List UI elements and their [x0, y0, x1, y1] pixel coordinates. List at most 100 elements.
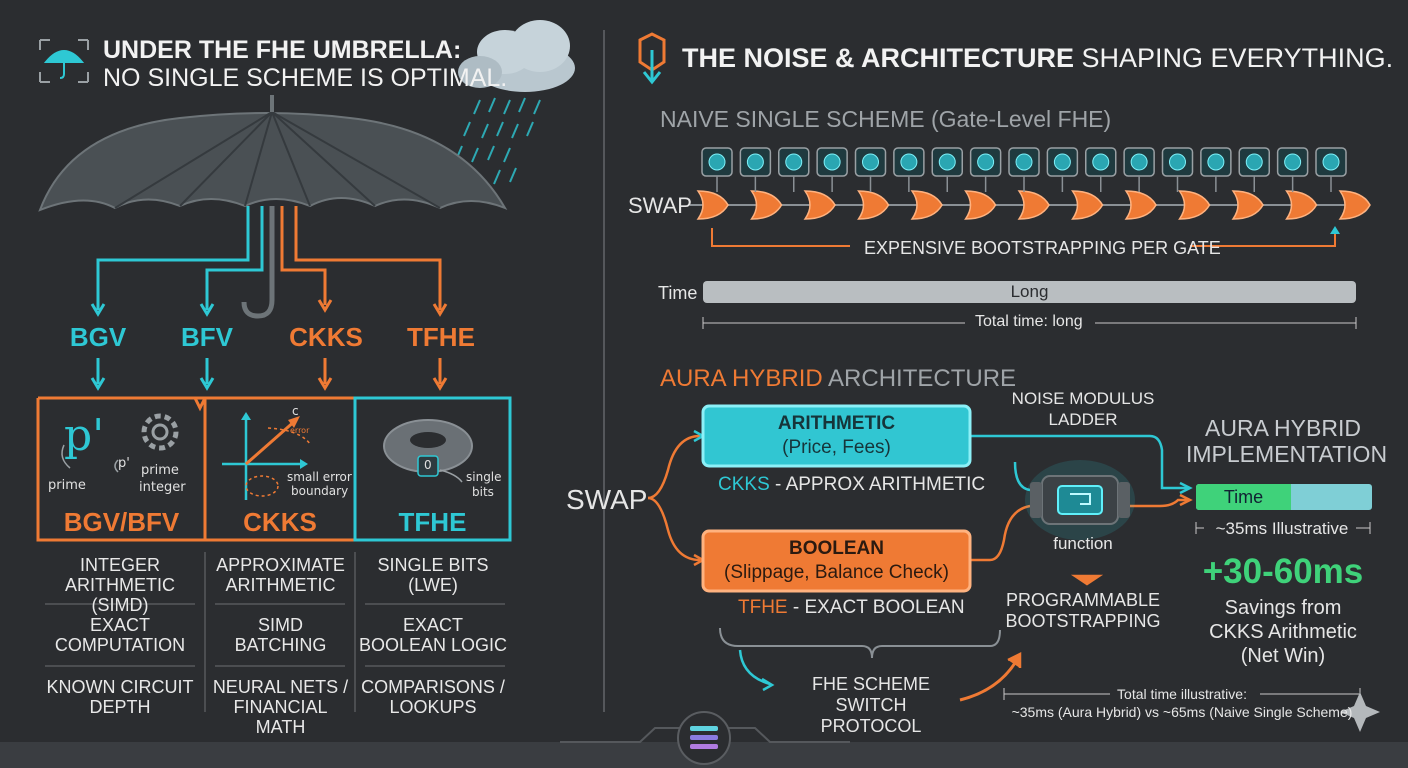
- logic-gate-icon: [1071, 190, 1104, 220]
- naive-swap-label: SWAP: [628, 193, 692, 218]
- logic-gate-icon: [1338, 190, 1371, 220]
- card3-label-zero: 0: [424, 458, 432, 472]
- arithmetic-title: ARITHMETIC: [777, 413, 896, 434]
- total-illustrative-line2: ~35ms (Aura Hybrid) vs ~65ms (Naive Sing…: [1011, 704, 1353, 720]
- bootstrap-chip-icon: [1046, 147, 1079, 192]
- bootstrap-chip-icon: [1008, 147, 1040, 192]
- logic-gate-icon: [910, 190, 943, 220]
- logo-icon: [690, 726, 718, 749]
- card2-label-small-error: small error: [287, 470, 352, 484]
- bootstrap-chip-icon: [1238, 147, 1270, 192]
- bootstrap-chip-icon: [778, 147, 810, 192]
- prime-glyph: [61, 413, 179, 473]
- col3-row1: SINGLE BITS(LWE): [377, 555, 489, 595]
- logic-gate-icon: [696, 190, 729, 220]
- bootstrap-chips: [701, 147, 1347, 192]
- impl-time-bar: Time: [1196, 484, 1372, 510]
- bootstrap-chip-icon: [1161, 147, 1194, 192]
- card1-label-prime: prime: [48, 478, 86, 493]
- bootstrap-chip-icon: [931, 147, 963, 192]
- card1-label-prime2: prime: [141, 463, 179, 478]
- scheme-connectors: [90, 206, 448, 391]
- bootstrap-chip-icon: [816, 147, 848, 192]
- naive-time-label: Time: [658, 283, 698, 303]
- bootstrap-chip-icon: [1276, 147, 1309, 192]
- logic-gate-icon: [857, 190, 890, 220]
- impl-time-fill: Time: [1196, 484, 1292, 510]
- bootstrap-per-gate-label: EXPENSIVE BOOTSTRAPPING PER GATE: [864, 238, 1221, 258]
- naive-total-label: Total time: long: [975, 313, 1083, 330]
- scheme-bgv: BGV: [69, 322, 127, 352]
- scheme-bfv: BFV: [181, 322, 233, 352]
- cloud-icon: [458, 20, 575, 92]
- naive-total-span: [702, 317, 1357, 329]
- error-vector-graphic: [222, 412, 311, 500]
- card2-label-error: error: [290, 426, 310, 435]
- col1-row1: INTEGER ARITHMETIC(SIMD): [65, 555, 175, 615]
- card1-label-pprime: p': [118, 456, 130, 471]
- card-bgv-bfv-name: BGV/BFV: [63, 507, 180, 537]
- logic-gate-icon: [750, 190, 783, 220]
- arithmetic-sub: (Price, Fees): [782, 437, 891, 458]
- bootstrap-chip-icon: [1315, 147, 1347, 192]
- scheme-tfhe: TFHE: [407, 322, 475, 352]
- arithmetic-caption: CKKS - APPROX ARITHMETIC: [718, 474, 986, 495]
- prime-glyph-text: p': [64, 410, 105, 461]
- naive-heading: NAIVE SINGLE SCHEME (Gate-Level FHE): [660, 106, 1112, 132]
- hybrid-connectors: [647, 429, 1193, 702]
- logic-gate-icon: [803, 190, 836, 220]
- bootstrap-chip-icon: [1200, 147, 1232, 192]
- card-frames: [36, 396, 512, 542]
- boolean-title: BOOLEAN: [789, 538, 884, 559]
- torus-graphic: [383, 419, 473, 483]
- small-umbrella-icon: [39, 39, 89, 83]
- naive-time-bar: Long: [703, 281, 1356, 303]
- logic-gates: [696, 190, 1371, 220]
- boolean-sub: (Slippage, Balance Check): [724, 562, 949, 583]
- right-title: THE NOISE & ARCHITECTURE SHAPING EVERYTH…: [682, 43, 1394, 73]
- card3-label-bits: bits: [472, 485, 494, 499]
- logic-gate-icon: [1124, 190, 1157, 220]
- savings-amount: +30-60ms: [1202, 552, 1364, 591]
- card-ckks-name: CKKS: [243, 507, 317, 537]
- bootstrap-chip-icon: [701, 147, 733, 192]
- left-title-line1: UNDER THE FHE UMBRELLA:: [103, 36, 462, 64]
- left-title-line2: NO SINGLE SCHEME IS OPTIMAL.: [103, 64, 508, 92]
- card2-label-boundary: boundary: [291, 484, 349, 498]
- logic-gate-icon: [1178, 190, 1211, 220]
- impl-span: [1195, 522, 1371, 534]
- hybrid-swap-label: SWAP: [566, 484, 648, 515]
- shield-arrow-icon: [638, 32, 666, 85]
- table-dividers: [45, 552, 505, 712]
- col3-row3: COMPARISONS /LOOKUPS: [361, 677, 505, 717]
- card2-label-c: c: [292, 404, 299, 418]
- col2-row3: NEURAL NETS /FINANCIAL MATH: [212, 677, 349, 737]
- function-label: function: [1053, 534, 1113, 553]
- logic-gate-icon: [1285, 190, 1318, 220]
- bootstrap-chip-icon: [1085, 147, 1117, 192]
- card-tfhe-name: TFHE: [398, 507, 467, 537]
- logic-gate-icon: [1231, 190, 1264, 220]
- card1-label-integer: integer: [139, 480, 186, 495]
- boolean-caption: TFHE - EXACT BOOLEAN: [738, 597, 965, 618]
- bootstrap-chip-icon: [1123, 147, 1155, 192]
- bootstrap-chip-icon: [854, 147, 887, 192]
- boolean-box: [701, 529, 972, 593]
- sparkle-icon: [1340, 692, 1380, 732]
- scheme-ckks: CKKS: [289, 322, 363, 352]
- total-illustrative-line1: Total time illustrative:: [1117, 686, 1247, 702]
- umbrella-icon: [38, 95, 508, 319]
- illustrative-label: ~35ms Illustrative: [1215, 519, 1349, 538]
- bootstrap-chip-icon: [969, 147, 1002, 192]
